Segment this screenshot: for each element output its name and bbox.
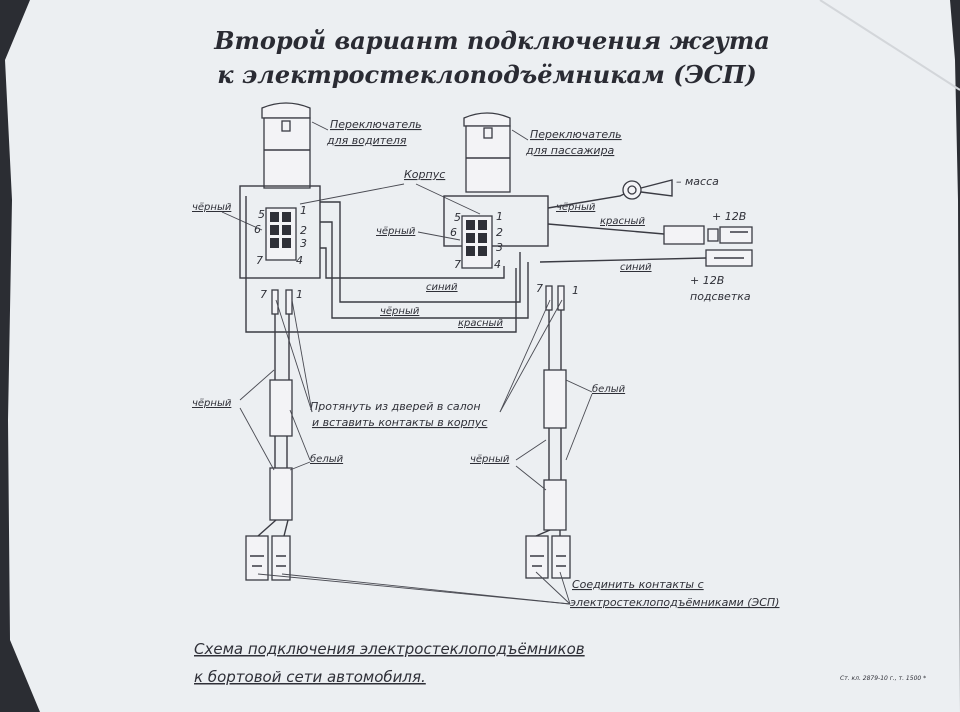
footer-line-1: Схема подключения электростеклоподъёмник… <box>194 640 585 658</box>
white-left-harness-label: белый <box>310 453 344 465</box>
driver-connector <box>239 185 321 279</box>
driver-pin-7: 7 <box>256 254 263 267</box>
red-top-label: красный <box>600 216 645 227</box>
driver-pin-5: 5 <box>258 208 265 221</box>
black-right-top-label: чёрный <box>556 202 596 213</box>
driver-pin-3: 3 <box>300 237 307 250</box>
driver-switch-label-1: Переключатель <box>330 118 422 131</box>
wire-red-inner <box>320 247 505 279</box>
footer-line-2: к бортовой сети автомобиля. <box>194 668 426 686</box>
left-harness <box>245 289 293 581</box>
wire-ground <box>547 193 625 209</box>
black-left-harness-label: чёрный <box>192 398 232 409</box>
paper-crease <box>819 0 960 91</box>
housing-label: Корпус <box>404 168 445 181</box>
passenger-switch-label-1: Переключатель <box>530 128 622 141</box>
ground-ring-terminal <box>622 179 673 200</box>
black-right-harness-label: чёрный <box>470 454 510 465</box>
passenger-pin-6: 6 <box>450 226 457 239</box>
left-plug-pin-b: 1 <box>296 288 303 301</box>
right-harness <box>525 285 571 579</box>
driver-pin-4: 4 <box>296 254 303 267</box>
plus12-label: + 12В <box>712 210 746 223</box>
blue-top-label: синий <box>620 262 652 273</box>
title-line-2: к электростеклоподъёмникам (ЭСП) <box>217 60 757 89</box>
driver-pin-2: 2 <box>300 224 307 237</box>
passenger-switch <box>463 112 511 193</box>
black-mid-label: чёрный <box>380 306 420 317</box>
driver-pin-1: 1 <box>300 204 307 217</box>
paper-sheet <box>5 0 960 712</box>
wire-plus12 <box>547 223 665 235</box>
black-left-label: чёрный <box>192 202 232 213</box>
wire-black <box>320 221 529 319</box>
passenger-pin-7: 7 <box>454 258 461 271</box>
backlight-label-2: подсветка <box>690 290 751 303</box>
white-right-harness-label: белый <box>592 383 626 395</box>
passenger-pin-5: 5 <box>454 211 461 224</box>
black-center-label: чёрный <box>376 226 416 237</box>
passenger-pin-1: 1 <box>496 210 503 223</box>
red-mid-label: красный <box>458 318 503 329</box>
driver-pin-6: 6 <box>254 223 261 236</box>
plus12-connector <box>663 225 753 245</box>
passenger-switch-label-2: для пассажира <box>525 144 615 157</box>
passenger-pin-2: 2 <box>496 226 503 239</box>
backlight-label-1: + 12В <box>690 274 724 287</box>
driver-switch <box>261 102 311 189</box>
title-line-1: Второй вариант подключения жгута <box>213 26 770 55</box>
ground-label: – масса <box>676 175 719 188</box>
pull-note-line-2: и вставить контакты в корпус <box>312 416 487 429</box>
print-mark: Ст. кл. 2879-10 г., т. 1500 * <box>840 675 926 682</box>
connect-note-line-2: электростеклоподъёмниками (ЭСП) <box>570 596 779 609</box>
wire-blue <box>320 201 521 303</box>
backlight-connector <box>705 249 753 267</box>
passenger-pin-4: 4 <box>494 258 501 271</box>
passenger-connector <box>443 195 549 269</box>
wire-red <box>245 196 517 333</box>
right-plug-pin-a: 7 <box>536 282 543 295</box>
passenger-pin-3: 3 <box>496 241 503 254</box>
pull-note-line-1: Протянуть из дверей в салон <box>310 400 481 413</box>
left-plug-pin-a: 7 <box>260 288 267 301</box>
driver-switch-label-2: для водителя <box>326 134 407 147</box>
wire-backlight <box>539 257 707 263</box>
connect-note-line-1: Соединить контакты с <box>572 578 704 591</box>
right-plug-pin-b: 1 <box>572 284 579 297</box>
blue-mid-label: синий <box>426 282 458 293</box>
